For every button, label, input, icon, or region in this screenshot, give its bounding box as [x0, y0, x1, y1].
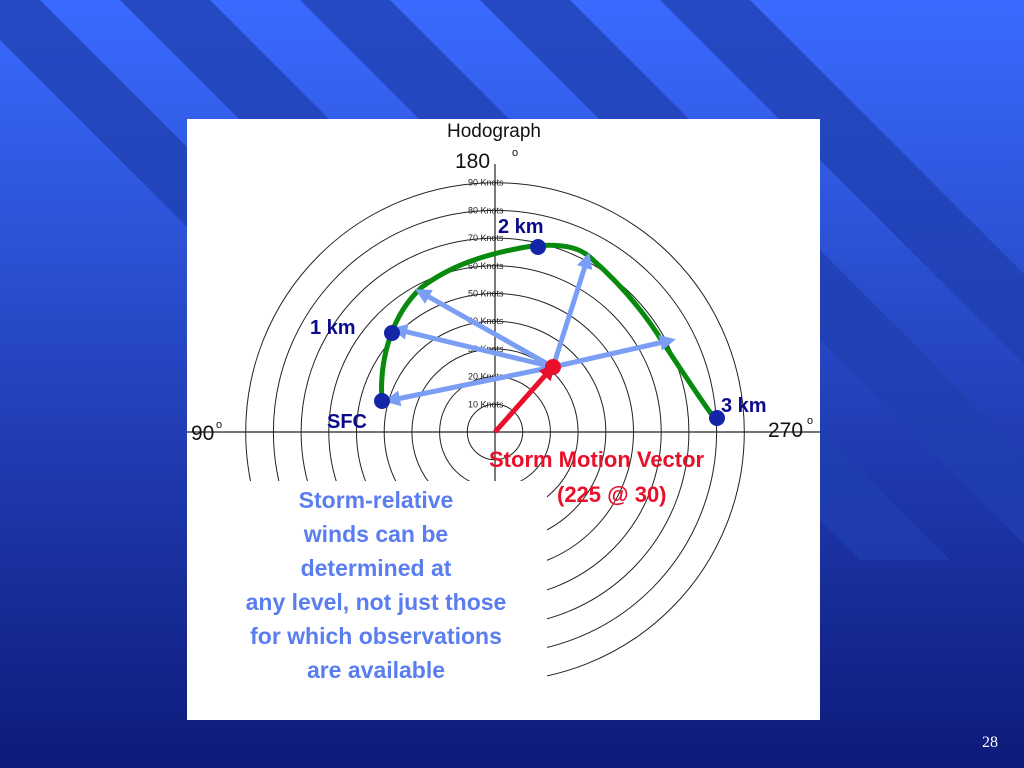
degree-mark-icon: o	[216, 419, 222, 431]
callout-line: determined at	[300, 555, 452, 581]
2km-marker	[530, 239, 546, 255]
storm-motion-vector	[493, 364, 556, 434]
degree-mark-icon: o	[807, 415, 813, 427]
2km-label: 2 km	[498, 216, 544, 238]
sfc-label: SFC	[327, 411, 367, 433]
sfc-marker	[374, 393, 390, 409]
storm-motion-label: Storm Motion Vector	[489, 447, 705, 472]
3km-marker	[709, 410, 725, 426]
ring-label: 60 Knots	[468, 261, 504, 271]
ring-label: 90 Knots	[468, 178, 504, 188]
1km-label: 1 km	[310, 317, 356, 339]
1km-marker	[384, 325, 400, 341]
storm-relative-wind-sfc	[384, 364, 554, 407]
ring-label: 20 Knots	[468, 372, 504, 382]
callout-box: Storm-relative winds can be determined a…	[187, 481, 547, 720]
ring-label: 80 Knots	[468, 205, 504, 215]
storm-relative-wind-25km	[550, 252, 593, 368]
storm-motion-value: (225 @ 30)	[557, 482, 667, 507]
storm-relative-wind-15km	[415, 289, 555, 370]
ring-label: 10 Knots	[468, 399, 504, 409]
callout-line: for which observations	[250, 623, 502, 649]
page-number: 28	[982, 734, 998, 751]
ring-label: 40 Knots	[468, 316, 504, 326]
diagonal-stripe	[660, 0, 1024, 364]
direction-90-label: 90	[191, 422, 214, 445]
ring-label: 70 Knots	[468, 233, 504, 243]
callout-line: are available	[306, 657, 446, 683]
callout-line: Storm-relative	[298, 487, 454, 513]
degree-mark-icon: o	[512, 147, 518, 159]
callout-text: Storm-relative winds can be determined a…	[205, 483, 547, 687]
storm-motion-endpoint	[545, 359, 561, 375]
direction-270-label: 270	[768, 419, 803, 442]
3km-label: 3 km	[721, 395, 767, 417]
storm-relative-wind-1km	[391, 324, 554, 370]
callout-line: winds can be	[303, 521, 449, 547]
direction-180-label: 180	[455, 150, 490, 173]
storm-relative-wind-275km	[552, 334, 676, 370]
hodograph-title: Hodograph	[447, 121, 541, 142]
ring-label: 50 Knots	[468, 289, 504, 299]
callout-line: any level, not just those	[245, 589, 507, 615]
